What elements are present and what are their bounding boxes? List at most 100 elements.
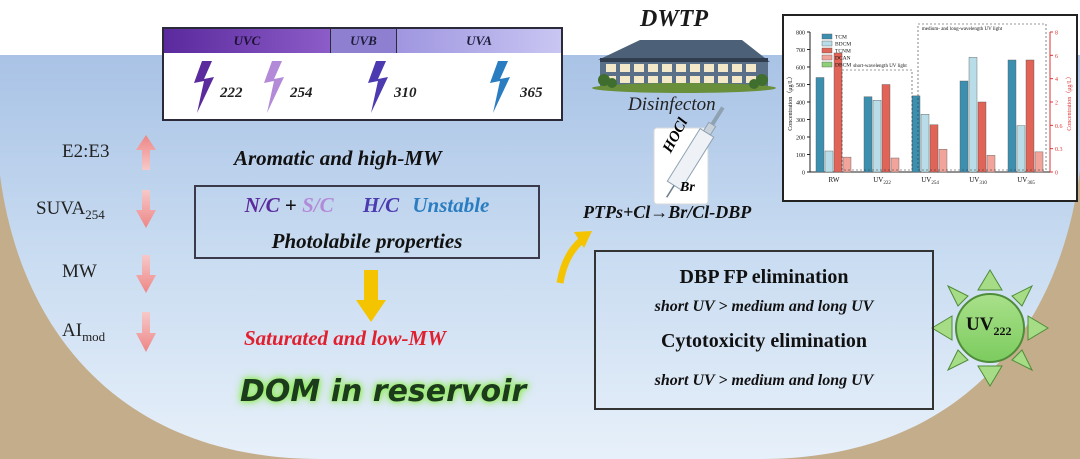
chart-ylabel: Concentration（μg/L） [787,73,794,131]
chart-right-tick-label: 4 [1055,77,1058,83]
photolabile-text: Photolabile properties [271,229,463,253]
chart-legend-swatch [821,47,833,54]
chart-y-tick-label: 100 [796,153,805,159]
indicator-suva: SUVA254 [36,198,105,222]
chart-x-tick-label: UV310 [969,176,987,186]
indicator-ai: AImod [62,320,106,344]
chart-x-tick-label: UV222 [873,176,891,186]
lightning-icons [194,61,510,113]
e2e3-up-arrow [136,135,156,170]
chart-x-tick-label: RW [829,176,840,184]
aromatic-text: Aromatic and high-MW [234,146,442,170]
chart-legend-label: TCM [835,35,847,41]
chart-x-tick-label: UV254 [921,176,939,186]
uv-spectrum-bar: UVC UVB UVA 222 254 310 365 [162,27,563,121]
chart-bar-tcnm-uv310 [977,101,987,173]
chart-legend-swatch [821,33,833,40]
chart-right-tick-label: 0.6 [1055,124,1063,130]
sun-icon [931,269,1049,387]
uv-bands: UVC UVB UVA [164,29,561,53]
dwtp-caption: Disinfecton [628,94,716,115]
chart-legend-swatch [821,40,833,47]
chart-annotation-box-short [841,69,913,171]
syringe-icon [653,106,725,205]
chart-legend-label: TCNM [835,49,851,55]
chart-bar-dcan-uv310 [986,155,996,173]
chart-right-tick-label: 6 [1055,54,1058,60]
chart-bar-dcan-uv254 [938,149,948,173]
chart-bar-tcnm-rw [833,52,843,173]
chart-y-tick-label: 700 [796,48,805,54]
chart-right-tick-label: 8 [1055,31,1058,37]
band-uvc: UVC [164,29,330,53]
chart-bar-tcnm-uv365 [1025,59,1035,173]
chart-x-tick-label: UV365 [1017,176,1035,186]
band-uva: UVA [397,29,561,53]
dbp-fp-title: DBP FP elimination [679,266,849,288]
unstable-label: Unstable [412,193,490,217]
wavelength-254: 254 [290,85,313,101]
wavelength-222: 222 [220,85,243,101]
chart-bar-tcnm-uv254 [929,124,939,173]
ratio-nc: N/C [244,193,280,217]
chart-bar-bdcm-uv365 [1016,125,1026,173]
dbp-fp-sub: short UV > medium and long UV [654,298,874,315]
ratio-line: N/C + S/C H/C Unstable [196,193,538,218]
chart-legend-label: DBCM [835,63,851,69]
chart-bar-tcm-uv222 [863,96,873,173]
chart-legend-swatch [821,54,833,61]
chart-ylabel-right: Concentration（μg/L） [1066,73,1073,131]
chart-bar-bdcm-uv310 [968,57,978,173]
dwtp-title: DWTP [640,6,708,32]
yellow-curved-arrow [556,231,592,284]
dom-reservoir-text: DOM in reservoir [240,374,527,409]
syringe-br-label: Br [680,180,695,195]
chart-y-tick-label: 800 [796,31,805,37]
band-uvb: UVB [330,29,397,53]
cytotoxicity-title: Cytotoxicity elimination [660,330,868,352]
chart-bar-tcm-uv365 [1007,59,1017,173]
chart-bar-bdcm-rw [824,150,834,173]
chart-right-tick-label: 0 [1055,171,1058,177]
chart-bar-tcm-uv310 [959,80,969,173]
dwtp-building-icon [592,40,776,93]
cytotoxicity-sub: short UV > medium and long UV [654,372,874,389]
ratio-sc: S/C [302,193,334,217]
chart-bar-bdcm-uv254 [920,114,930,173]
chart-y-tick-label: 500 [796,83,805,89]
chart-bar-dcan-rw [842,156,852,173]
chart-bar-dcan-uv365 [1034,151,1044,173]
ai-down-arrow [136,312,156,352]
chart-svg: 010020030040050060070080000.30.62468Conc… [787,23,1073,186]
chart-bar-tcnm-uv222 [881,84,891,173]
indicator-mw: MW [62,261,97,282]
chart-legend-swatch [821,61,833,68]
chart-y-tick-label: 400 [796,101,805,107]
ratio-plus: + [284,193,297,217]
wavelength-310: 310 [394,85,417,101]
chart-y-tick-label: 600 [796,66,805,72]
saturated-text: Saturated and low-MW [244,326,446,350]
chart-legend-label: BDCM [835,42,851,48]
indicator-e2e3: E2:E3 [62,141,110,162]
chart-bar-dcan-uv222 [890,157,900,173]
ratio-hc: H/C [362,193,400,217]
suva-down-arrow [136,190,156,228]
yellow-down-arrow [356,270,386,322]
chart-bar-bdcm-uv222 [872,100,882,173]
chart-bar-tcm-uv254 [911,95,921,173]
chart-y-tick-label: 300 [796,118,805,124]
chart-annotation-long: medium- and long-wavelength UV light [922,27,1003,32]
lightning-310-icon [368,61,388,113]
chart-annotation-box-long [917,23,1047,171]
chart-right-tick-label: 0.3 [1055,147,1063,153]
lightning-365-icon [490,61,510,113]
sun-label: UV222 [966,314,1012,338]
chart-annotation-short: short-wavelength UV light [853,64,907,69]
wavelength-365: 365 [520,85,543,101]
chart-legend-label: DCAN [835,56,851,62]
ptps-reaction-text: PTPs+Cl→Br/Cl-DBP [583,202,752,222]
lightning-222-icon [194,61,214,113]
chart-right-tick-label: 2 [1055,101,1058,107]
mw-down-arrow [136,255,156,293]
